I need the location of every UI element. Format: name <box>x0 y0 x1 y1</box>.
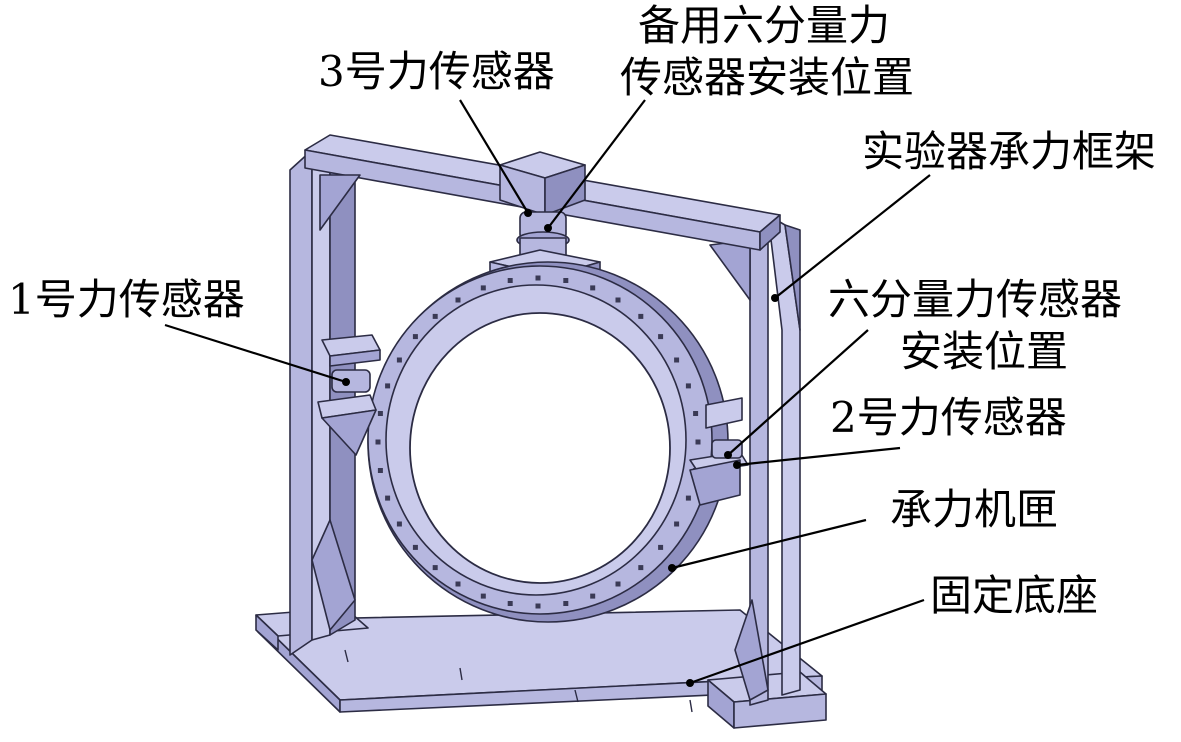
bolt-hole <box>638 565 644 571</box>
bolt-hole <box>563 278 569 283</box>
bolt-hole <box>412 334 418 340</box>
bolt-hole <box>658 544 664 550</box>
leader-sensor-1 <box>164 323 347 384</box>
leader-test-frame <box>774 174 931 299</box>
label-six-axis-line1: 六分量力传感器 <box>828 275 1122 324</box>
bolt-hole <box>507 278 513 283</box>
bolt-hole <box>535 275 541 281</box>
leader-spare-six-axis-dot <box>544 224 552 232</box>
label-casing: 承力机匣 <box>890 485 1058 534</box>
leader-sensor-1-dot <box>342 378 350 386</box>
bolt-hole <box>674 357 680 363</box>
leader-sensor-2-dot <box>733 461 741 469</box>
bolt-hole <box>375 439 381 445</box>
bolt-hole <box>455 581 461 587</box>
bolt-hole <box>615 581 621 587</box>
load-bearing-casing <box>367 261 729 623</box>
bolt-hole <box>377 411 383 416</box>
label-base: 固定底座 <box>930 571 1098 620</box>
leader-casing-dot <box>668 564 676 572</box>
bolt-hole <box>685 383 691 389</box>
sensor-2-assembly <box>689 397 749 506</box>
casing-bolt-holes <box>375 275 701 609</box>
bolt-hole <box>385 495 391 501</box>
label-sensor-2: 2号力传感器 <box>830 393 1067 442</box>
callout-labels: 备用六分量力 传感器安装位置 3号力传感器 实验器承力框架 1号力传感器 六分量… <box>8 1 1156 620</box>
bolt-hole <box>385 383 391 389</box>
leader-base-dot <box>686 679 694 687</box>
label-six-axis-line2: 安装位置 <box>900 327 1068 376</box>
leader-lines <box>164 99 931 687</box>
bolt-hole <box>396 521 402 527</box>
bolt-hole <box>638 313 644 319</box>
label-spare-six-axis-line2: 传感器安装位置 <box>620 53 914 102</box>
leader-sensor-2 <box>736 446 901 467</box>
leader-sensor-3 <box>459 99 529 214</box>
bolt-hole <box>432 565 438 571</box>
bolt-hole <box>658 334 664 340</box>
bolt-hole <box>695 439 701 445</box>
leader-test-frame-dot <box>771 294 779 302</box>
bolt-hole <box>535 603 541 609</box>
bolt-hole <box>685 495 691 501</box>
label-sensor-3: 3号力传感器 <box>318 47 555 96</box>
leader-six-axis <box>727 329 869 456</box>
bolt-hole <box>674 521 680 527</box>
bolt-hole <box>693 411 699 416</box>
leader-base <box>689 598 925 685</box>
leader-sensor-3-dot <box>524 209 532 217</box>
leader-spare-six-axis <box>547 99 646 229</box>
bolt-hole <box>615 297 621 303</box>
label-test-frame: 实验器承力框架 <box>862 127 1156 176</box>
bolt-hole <box>507 601 513 606</box>
bolt-hole <box>432 313 438 319</box>
bolt-hole <box>590 285 596 291</box>
bolt-hole <box>563 601 569 606</box>
label-spare-six-axis-line1: 备用六分量力 <box>638 1 890 50</box>
bolt-hole <box>590 593 596 599</box>
label-sensor-1: 1号力传感器 <box>8 275 245 324</box>
right-column <box>709 214 801 706</box>
bolt-hole <box>377 468 383 473</box>
leader-six-axis-dot <box>724 451 732 459</box>
sensor-1-assembly <box>317 369 377 456</box>
bolt-hole <box>396 357 402 363</box>
bolt-hole <box>480 285 486 291</box>
bolt-hole <box>455 297 461 303</box>
bolt-hole <box>412 544 418 550</box>
bolt-hole <box>480 593 486 599</box>
leader-casing <box>671 518 867 570</box>
